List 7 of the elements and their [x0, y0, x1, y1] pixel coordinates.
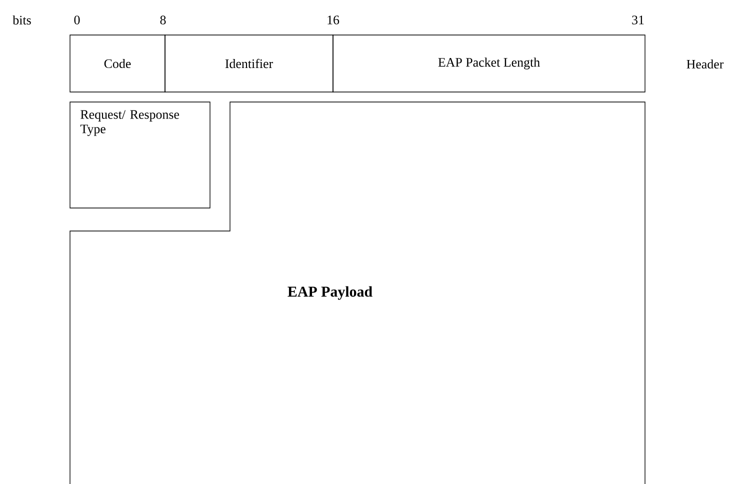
- bit-number: 8: [160, 16, 166, 24]
- field-box: Identifier: [164, 34, 334, 92]
- bits-label: bits: [12, 15, 31, 25]
- row-label: Header: [686, 59, 724, 69]
- bit-number: 16: [328, 16, 340, 24]
- field-box: Code: [70, 34, 166, 92]
- field-box: EAP Packet Length: [332, 34, 646, 92]
